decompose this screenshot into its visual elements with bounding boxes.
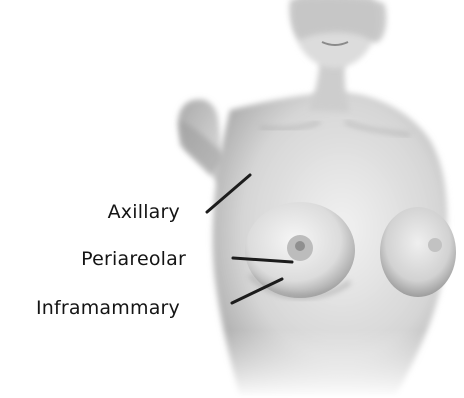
axillary-label: Axillary <box>108 201 180 223</box>
periareolar-label: Periareolar <box>81 248 186 270</box>
bottom-fade <box>200 330 464 398</box>
areola <box>428 238 442 252</box>
right-breast <box>380 207 456 297</box>
inframammary-label: Inframammary <box>36 297 180 319</box>
nipple <box>295 241 305 251</box>
neck <box>308 60 350 112</box>
